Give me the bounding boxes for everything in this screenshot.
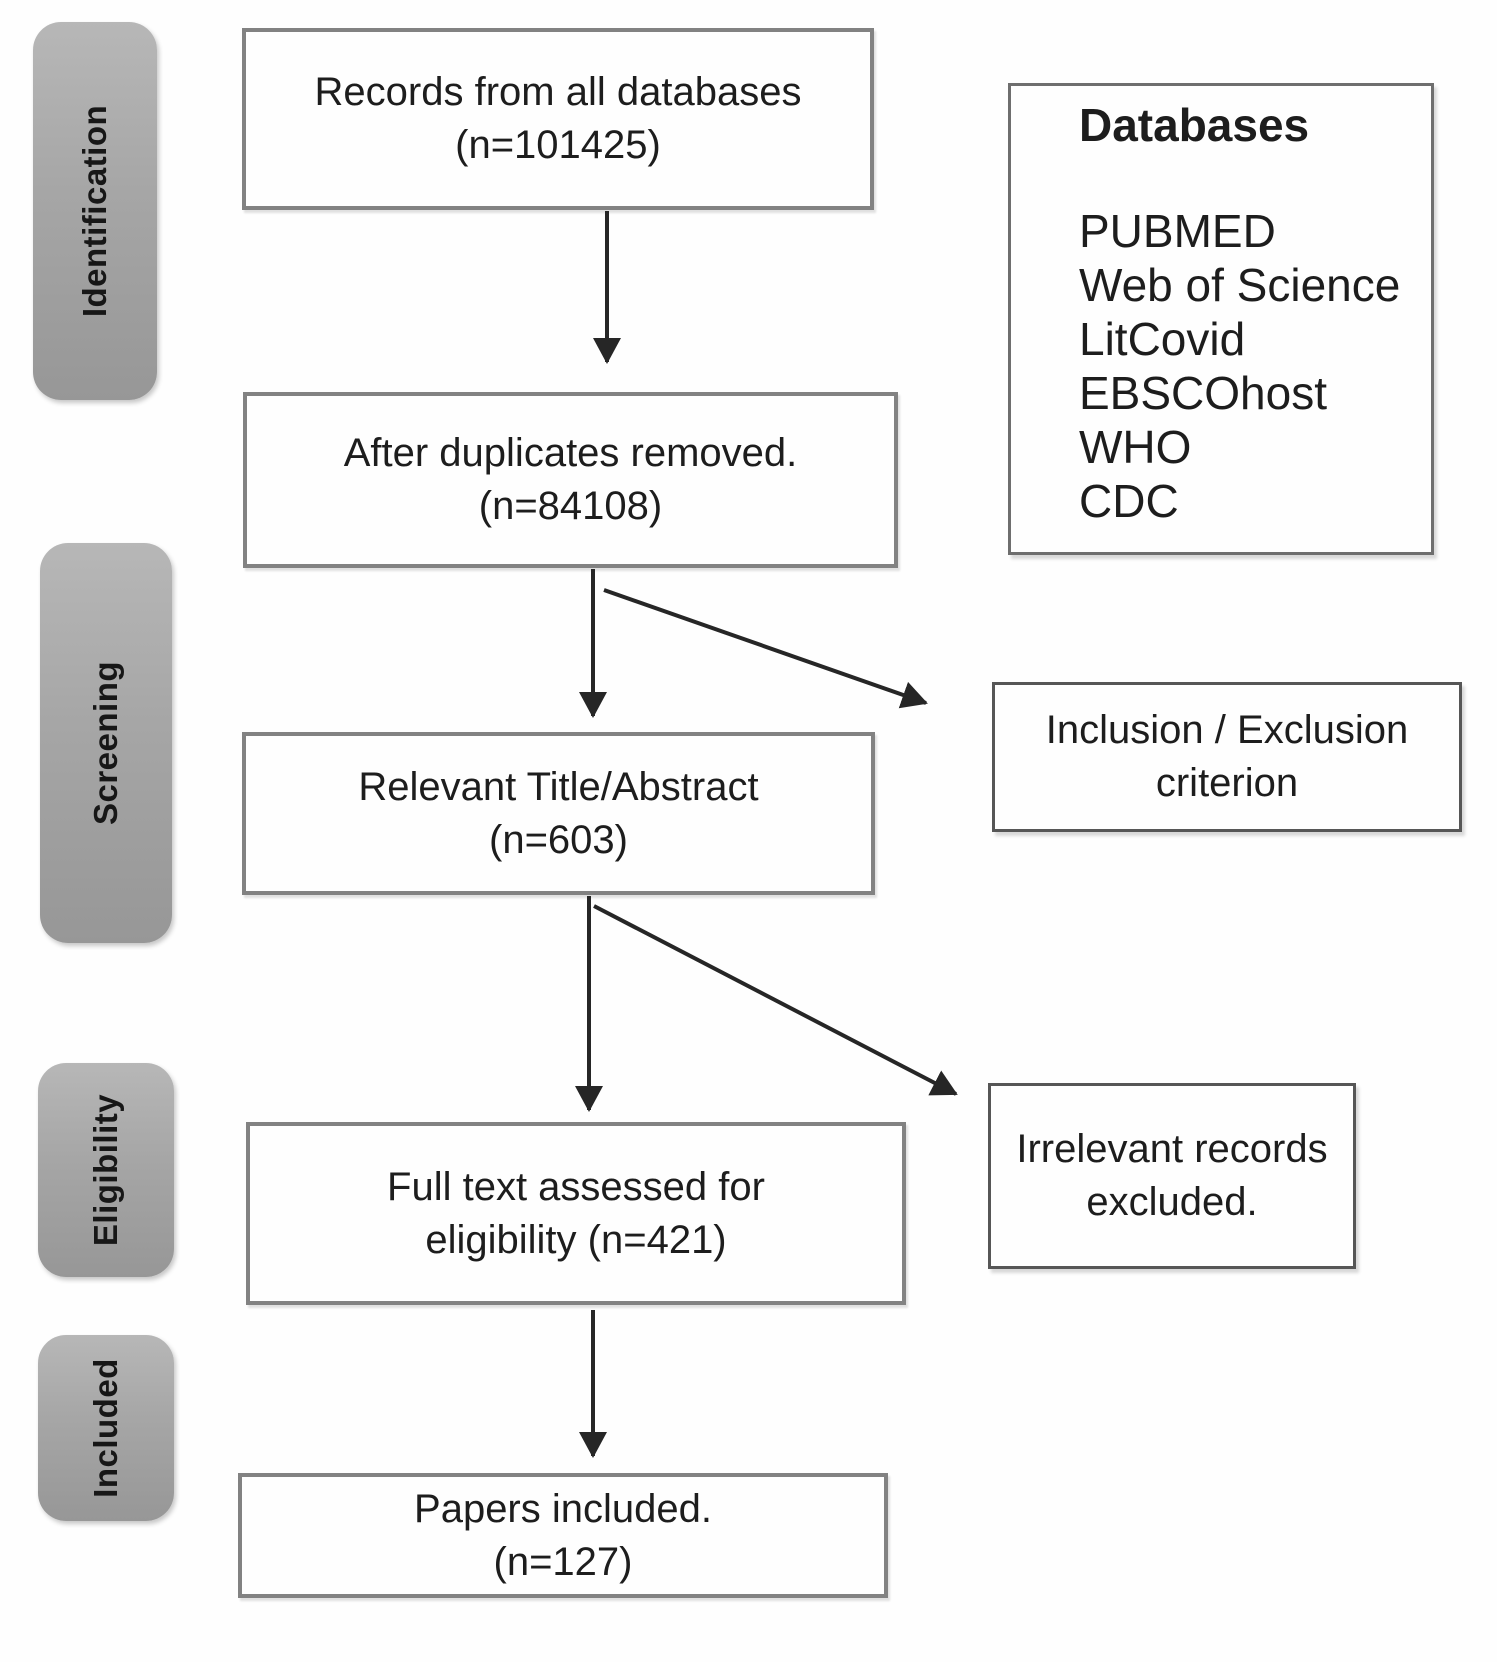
databases-legend-box: Databases PUBMED Web of Science LitCovid…	[1008, 83, 1434, 555]
flow-box-records-all-databases: Records from all databases (n=101425)	[242, 28, 874, 210]
flow-box-included-line1: Papers included.	[414, 1486, 712, 1531]
database-item-cdc: CDC	[1079, 475, 1179, 527]
flow-box-relevant-title-abstract: Relevant Title/Abstract (n=603)	[242, 732, 875, 895]
stage-label-screening: Screening	[40, 543, 172, 943]
stage-label-identification: Identification	[33, 22, 157, 400]
database-item-who: WHO	[1079, 421, 1192, 473]
flow-box-after-duplicates-removed: After duplicates removed. (n=84108)	[243, 392, 898, 568]
arrow-branch-to-criterion	[603, 588, 928, 709]
excluded-line1: Irrelevant records	[1016, 1127, 1328, 1171]
flow-box-records-count: (n=101425)	[455, 123, 661, 167]
stage-label-included-text: Included	[87, 1358, 124, 1498]
flow-box-full-text-assessed: Full text assessed for eligibility (n=42…	[246, 1122, 906, 1305]
flow-box-papers-included: Papers included. (n=127)	[238, 1473, 888, 1598]
stage-label-eligibility: Eligibility	[38, 1063, 174, 1277]
flow-box-dedup-count: (n=84108)	[478, 484, 663, 528]
arrow-branch-to-excluded	[593, 904, 958, 1096]
flow-box-records-line1: Records from all databases	[314, 70, 802, 114]
criterion-line2: criterion	[1155, 761, 1299, 805]
irrelevant-records-excluded-box: Irrelevant records excluded.	[988, 1083, 1356, 1269]
inclusion-exclusion-criterion-box: Inclusion / Exclusion criterion	[992, 682, 1462, 832]
stage-label-included: Included	[38, 1335, 174, 1521]
database-item-ebscohost: EBSCOhost	[1079, 367, 1327, 419]
stage-label-identification-text: Identification	[76, 104, 113, 318]
stage-label-screening-text: Screening	[87, 660, 124, 826]
stage-label-eligibility-text: Eligibility	[87, 1093, 124, 1247]
flow-box-dedup-line1: After duplicates removed.	[343, 431, 798, 475]
flow-box-fulltext-line1: Full text assessed for	[387, 1164, 765, 1209]
database-item-web-of-science: Web of Science	[1079, 259, 1401, 311]
flow-box-screened-count: (n=603)	[489, 817, 628, 862]
database-item-pubmed: PUBMED	[1079, 205, 1276, 257]
flow-box-fulltext-line2: eligibility (n=421)	[425, 1217, 727, 1262]
criterion-line1: Inclusion / Exclusion	[1045, 708, 1409, 752]
database-item-litcovid: LitCovid	[1079, 313, 1246, 365]
flow-box-included-count: (n=127)	[493, 1539, 633, 1584]
flow-box-screened-line1: Relevant Title/Abstract	[358, 764, 759, 809]
excluded-line2: excluded.	[1086, 1180, 1258, 1224]
databases-title: Databases	[1079, 99, 1310, 151]
